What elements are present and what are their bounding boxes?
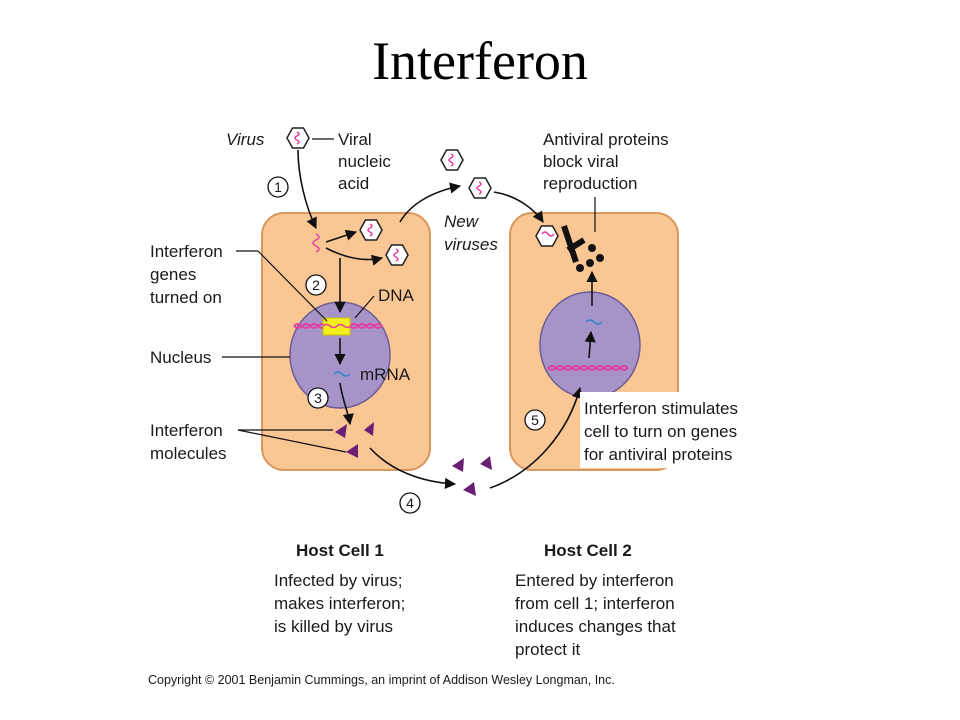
label-mrna: mRNA — [360, 365, 411, 384]
step-5: 5 — [524, 409, 546, 431]
new-virus-icon — [359, 219, 383, 241]
copyright-notice: Copyright © 2001 Benjamin Cummings, an i… — [148, 673, 615, 687]
label-stimulates-3: for antiviral proteins — [584, 445, 732, 464]
antiviral-protein-icon — [561, 225, 604, 272]
pathway-arrows — [297, 149, 598, 490]
label-interferon-molecules-1: Interferon — [150, 421, 223, 440]
host-cell-1-caption-3: is killed by virus — [274, 617, 393, 636]
host-cell-2-caption-1: Entered by interferon — [515, 571, 674, 590]
svg-text:5: 5 — [531, 412, 539, 428]
label-viral-nucleic-acid-3: acid — [338, 174, 369, 193]
new-virus-icon — [468, 177, 492, 199]
label-interferon-genes-2: genes — [150, 265, 196, 284]
step-2: 2 — [305, 274, 327, 296]
label-interferon-genes-3: turned on — [150, 288, 222, 307]
host-cell-1-heading: Host Cell 1 — [296, 541, 384, 560]
svg-text:1: 1 — [274, 179, 282, 195]
host-cell-2-heading: Host Cell 2 — [544, 541, 632, 560]
label-new-viruses-1: New — [444, 212, 480, 231]
label-antiviral-1: Antiviral proteins — [543, 130, 669, 149]
label-viral-nucleic-acid-1: Viral — [338, 130, 372, 149]
slide-title: Interferon — [372, 31, 588, 91]
label-leader-lines — [222, 138, 596, 453]
label-nucleus: Nucleus — [150, 348, 211, 367]
blocked-virus-icon — [535, 225, 559, 247]
host-cell-1-caption-1: Infected by virus; — [274, 571, 403, 590]
label-interferon-genes-1: Interferon — [150, 242, 223, 261]
host-cell-2-caption-3: induces changes that — [515, 617, 676, 636]
label-dna: DNA — [378, 286, 415, 305]
new-virus-icon — [440, 149, 464, 171]
new-virus-icon — [385, 244, 409, 266]
label-stimulates-2: cell to turn on genes — [584, 422, 737, 441]
host-cell-2-caption-2: from cell 1; interferon — [515, 594, 675, 613]
label-interferon-molecules-2: molecules — [150, 444, 227, 463]
viral-nucleic-acid-icon — [312, 233, 320, 253]
label-antiviral-3: reproduction — [543, 174, 638, 193]
host-cell-1-caption-2: makes interferon; — [274, 594, 405, 613]
svg-text:2: 2 — [312, 277, 320, 293]
label-new-viruses-2: viruses — [444, 235, 498, 254]
svg-text:3: 3 — [314, 390, 322, 406]
mrna-cell-1 — [333, 371, 351, 377]
dna-gene-strands — [322, 323, 351, 329]
label-viral-nucleic-acid-2: nucleic — [338, 152, 391, 171]
virus-icon — [286, 127, 310, 149]
step-1: 1 — [267, 176, 289, 198]
host-cell-2-caption-4: protect it — [515, 640, 580, 659]
step-4: 4 — [399, 492, 421, 514]
label-antiviral-2: block viral — [543, 152, 619, 171]
label-stimulates-background — [580, 392, 764, 468]
svg-text:4: 4 — [406, 495, 414, 511]
mrna-cell-2 — [585, 319, 603, 325]
label-stimulates-1: Interferon stimulates — [584, 399, 738, 418]
step-3: 3 — [307, 387, 329, 409]
label-virus: Virus — [226, 130, 265, 149]
interferon-molecules-icon — [335, 422, 492, 496]
dna-cell-2 — [547, 365, 629, 371]
